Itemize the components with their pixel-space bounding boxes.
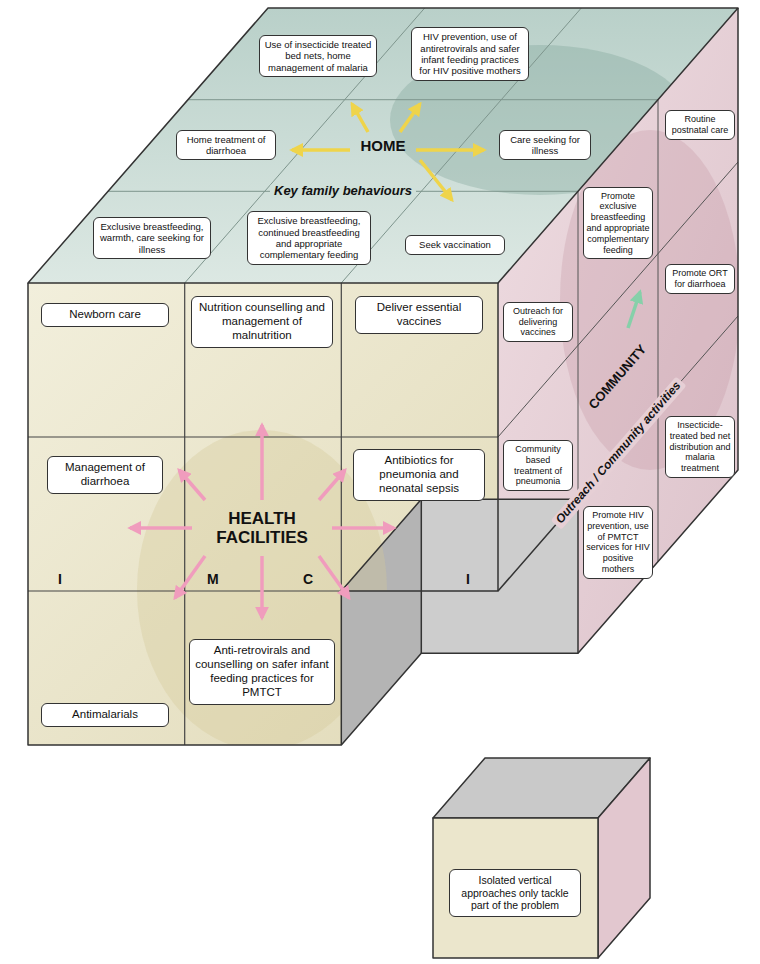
box-text: Newborn care: [46, 308, 164, 322]
small-cube: [433, 758, 650, 958]
text-box: Promote HIV prevention, use of PMTCT ser…: [583, 506, 653, 579]
text-box: Exclusive breastfeeding, continued breas…: [247, 211, 371, 265]
box-text: Care seeking for illness: [503, 134, 587, 157]
box-text: Use of insecticide treated bed nets, hom…: [263, 39, 373, 73]
text-box: Anti-retrovirals and counselling on safe…: [189, 639, 335, 704]
imci-letter: I: [58, 571, 62, 587]
box-text: Promote exclusive breastfeeding and appr…: [586, 191, 650, 256]
box-text: Community based treatment of pneumonia: [506, 444, 570, 487]
face-label: HEALTH FACILITIES: [197, 509, 327, 548]
text-box: Newborn care: [41, 303, 169, 327]
box-text: Home treatment of diarrhoea: [180, 134, 272, 157]
box-text: Isolated vertical approaches only tackle…: [454, 874, 576, 912]
box-text: Outreach for delivering vaccines: [506, 306, 570, 338]
box-text: Promote ORT for diarrhoea: [668, 268, 732, 290]
box-text: Routine postnatal care: [668, 114, 732, 136]
box-text: Insecticide-treated bed net distribution…: [668, 420, 732, 474]
box-text: Antibiotics for pneumonia and neonatal s…: [358, 454, 480, 495]
text-box: Community based treatment of pneumonia: [503, 440, 573, 491]
text-box: Antimalarials: [41, 703, 169, 727]
text-box: Home treatment of diarrhoea: [176, 130, 276, 161]
face-label: HOME: [361, 137, 406, 154]
box-text: HIV prevention, use of antiretrovirals a…: [415, 31, 525, 77]
imci-letter: I: [466, 571, 470, 587]
imci-letter: C: [303, 571, 313, 587]
box-text: Promote HIV prevention, use of PMTCT ser…: [586, 510, 650, 575]
box-text: Antimalarials: [46, 708, 164, 722]
text-box: Management of diarrhoea: [47, 456, 163, 494]
imci-letter: M: [207, 571, 219, 587]
text-box: Promote exclusive breastfeeding and appr…: [583, 187, 653, 260]
box-text: Seek vaccination: [409, 239, 501, 250]
green-arrows: [628, 292, 640, 328]
text-box: Care seeking for illness: [499, 130, 591, 161]
text-box: Promote ORT for diarrhoea: [665, 264, 735, 294]
text-box: Antibiotics for pneumonia and neonatal s…: [353, 449, 485, 500]
text-box: Exclusive breastfeeding, warmth, care se…: [93, 217, 211, 259]
text-box: Isolated vertical approaches only tackle…: [449, 869, 581, 917]
box-text: Nutrition counselling and management of …: [196, 301, 328, 342]
grid-lines: [28, 8, 738, 745]
box-text: Exclusive breastfeeding, continued breas…: [251, 215, 367, 261]
text-box: Routine postnatal care: [665, 110, 735, 140]
text-box: Nutrition counselling and management of …: [191, 296, 333, 347]
box-text: Exclusive breastfeeding, warmth, care se…: [97, 221, 207, 255]
cube-outline: [28, 8, 738, 745]
face-label: Key family behaviours: [270, 184, 416, 199]
text-box: HIV prevention, use of antiretrovirals a…: [411, 27, 529, 81]
box-text: Management of diarrhoea: [52, 461, 158, 489]
text-box: Outreach for delivering vaccines: [503, 302, 573, 342]
text-box: Insecticide-treated bed net distribution…: [665, 416, 735, 478]
text-box: Deliver essential vaccines: [355, 296, 483, 334]
box-text: Deliver essential vaccines: [360, 301, 478, 329]
text-box: Seek vaccination: [405, 235, 505, 254]
text-box: Use of insecticide treated bed nets, hom…: [259, 35, 377, 77]
box-text: Anti-retrovirals and counselling on safe…: [194, 644, 330, 699]
